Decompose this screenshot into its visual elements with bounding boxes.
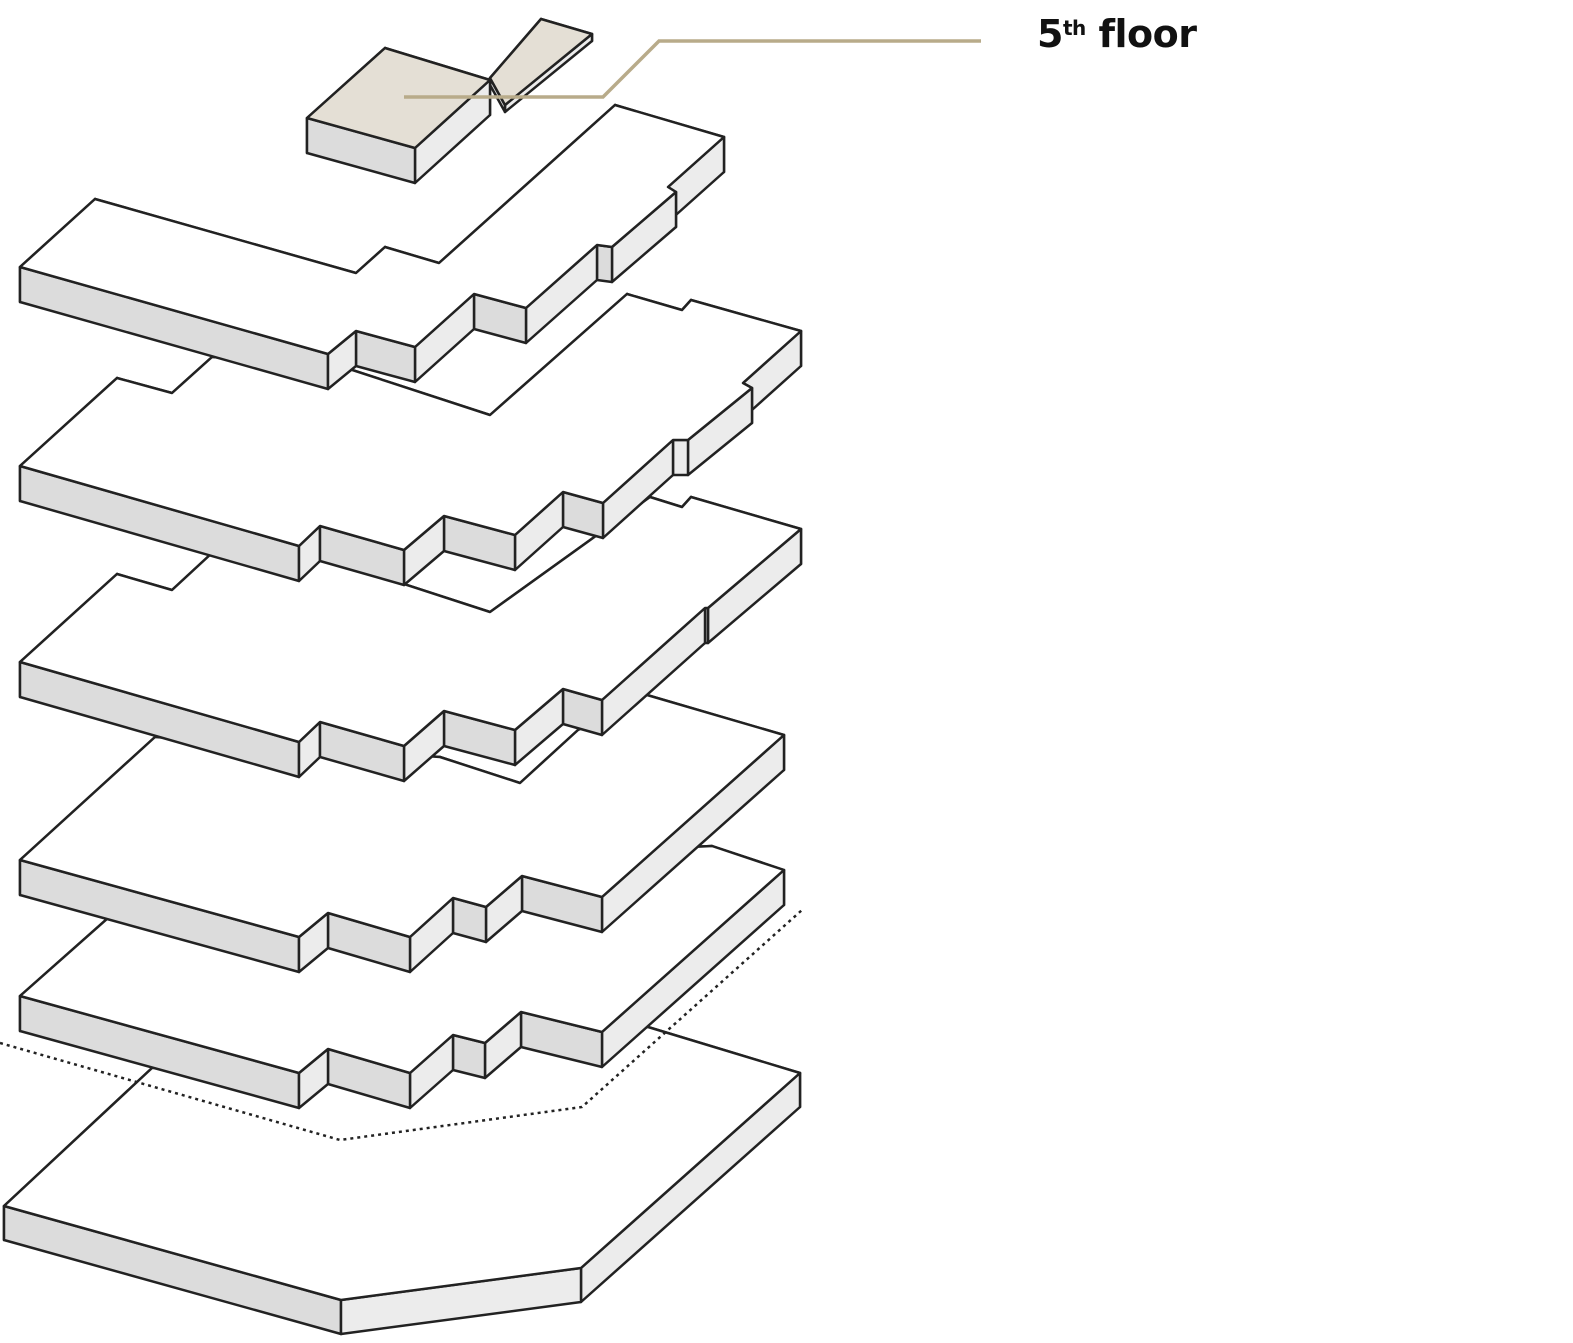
fifth-floor-annex-top-face — [488, 17, 594, 107]
floor-label: 5th floor — [1037, 12, 1197, 56]
fourth-floor-side-face — [671, 438, 690, 477]
fourth-floor-upper-top-face — [18, 103, 726, 356]
fourth-floor-upper-side-face — [595, 243, 614, 284]
floor-label-text: floor — [1098, 12, 1198, 56]
floor-label-number: 5 — [1037, 12, 1063, 56]
site-boundary-dotted-line — [0, 909, 803, 1142]
second-floor-top-face — [18, 693, 786, 939]
leader-line — [404, 39, 981, 99]
fifth-floor-block-top-face — [305, 46, 492, 150]
floor-label-suffix: th — [1062, 16, 1086, 40]
